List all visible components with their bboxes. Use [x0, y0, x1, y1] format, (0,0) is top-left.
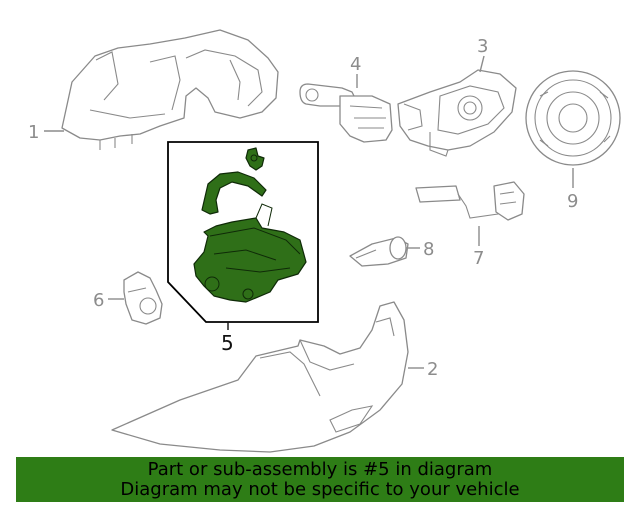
multifunction-switch-part[interactable]	[299, 83, 393, 143]
wiring-harness-part[interactable]	[415, 181, 525, 221]
callout-9: 9	[567, 191, 578, 212]
column-assembly-part[interactable]	[397, 69, 517, 157]
callout-1: 1	[28, 122, 39, 143]
callout-6: 6	[93, 290, 104, 311]
banner-line-1: Part or sub-assembly is #5 in diagram	[147, 458, 493, 480]
banner-line-2: Diagram may not be specific to your vehi…	[120, 478, 520, 500]
parts-diagram: 1 4 3 9 7 8	[28, 29, 621, 453]
highlighted-part-5[interactable]	[193, 147, 307, 303]
callout-5: 5	[221, 331, 234, 355]
callout-4: 4	[350, 54, 361, 75]
lower-shroud-part[interactable]	[111, 301, 409, 453]
lock-cylinder-part[interactable]	[349, 236, 409, 267]
notice-banner: Part or sub-assembly is #5 in diagram Di…	[16, 457, 624, 502]
sensor-part[interactable]	[123, 271, 163, 325]
callout-2: 2	[427, 359, 438, 380]
callout-7: 7	[473, 248, 484, 269]
callout-3: 3	[477, 36, 488, 57]
upper-shroud-part[interactable]	[61, 29, 279, 150]
callout-8: 8	[423, 239, 434, 260]
clockspring-part[interactable]	[525, 70, 621, 166]
